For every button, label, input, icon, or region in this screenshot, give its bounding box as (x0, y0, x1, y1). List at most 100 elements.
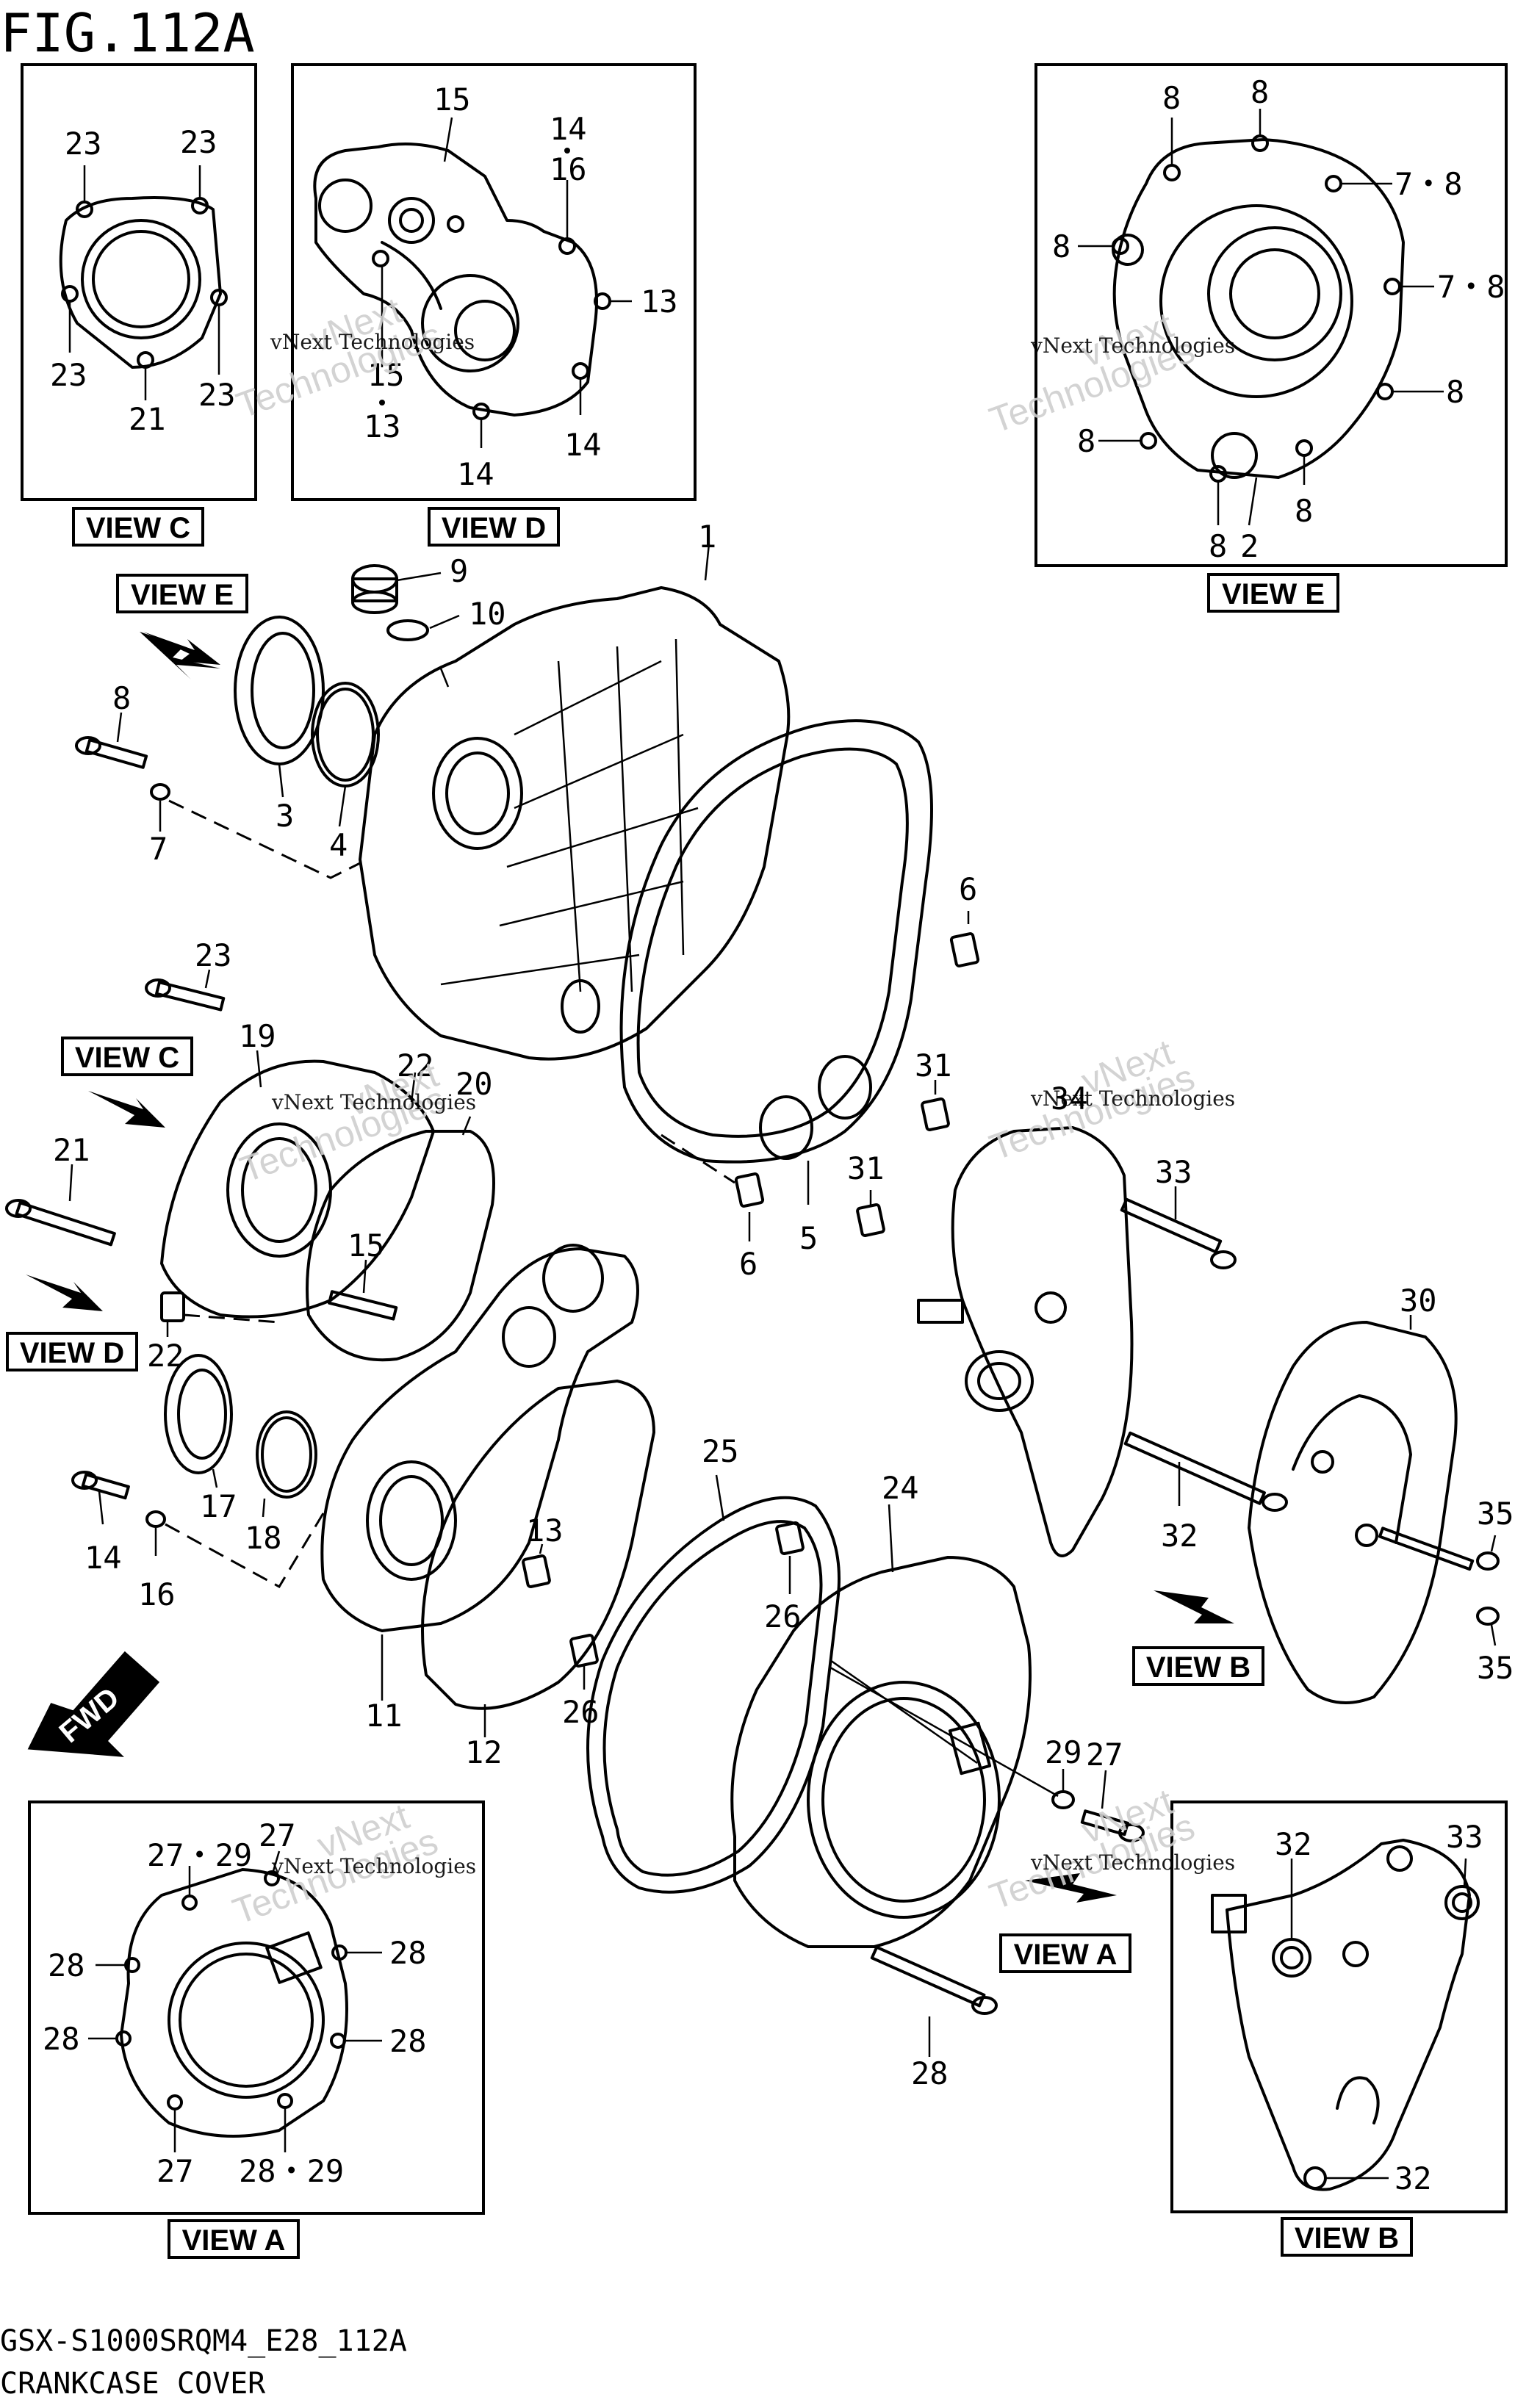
sprocket-cover-group: VIEW B 31 31 34 33 30 32 35 35 (847, 1048, 1514, 1704)
watermark-text: vNext Technologies (270, 330, 475, 354)
callout-7-8: 7・8 (1395, 166, 1463, 202)
view-e-inset: 8 8 7・8 8 7・8 8 8 8 8 2 (1034, 63, 1508, 567)
callout-35: 35 (1477, 1496, 1514, 1532)
callout-32: 32 (1161, 1518, 1198, 1554)
callout-8: 8 (1295, 493, 1313, 529)
model-code: GSX-S1000SRQM4_E28_112A (0, 2324, 407, 2358)
callout-4: 4 (329, 827, 348, 863)
callout-11: 11 (365, 1698, 403, 1734)
view-b-label-box (1281, 2217, 1413, 2257)
callout-8: 8 (1052, 228, 1070, 264)
callout-5: 5 (799, 1220, 818, 1256)
callout-13: 13 (526, 1513, 564, 1549)
callout-10: 10 (469, 596, 506, 632)
view-a-inset: 27・29 27 28 28 28 28 27 28・29 (28, 1800, 485, 2215)
callout-27: 27 (156, 2153, 194, 2189)
callout-27-29: 27・29 (147, 1837, 252, 1873)
callout-29: 29 (1045, 1734, 1082, 1770)
callout-16: 16 (138, 1576, 176, 1612)
view-b-inset: 32 33 32 (1170, 1800, 1508, 2213)
callout-15: 15 (348, 1228, 385, 1264)
callout-24: 24 (882, 1470, 919, 1506)
callout-31: 31 (915, 1048, 952, 1084)
callout-32: 32 (1395, 2160, 1432, 2196)
left-cover-group: VIEW C VIEW D (5, 937, 655, 1770)
callout-7-8: 7・8 (1437, 269, 1505, 305)
clutch-cover-group: VIEW E (75, 519, 980, 1282)
callout-33: 33 (1155, 1154, 1192, 1190)
callout-33: 33 (1446, 1819, 1483, 1855)
watermark-text: vNext Technologies (271, 1090, 476, 1114)
generator-cover-group: VIEW A 25 24 26 26 29 27 28 (562, 1433, 1145, 2091)
figure-name: CRANKCASE COVER (0, 2367, 266, 2401)
callout-25: 25 (702, 1433, 739, 1469)
callout-8: 8 (1209, 528, 1227, 564)
view-c-callout-label: VIEW C (75, 1042, 179, 1074)
view-c-label: VIEW C (86, 512, 190, 544)
view-d-callout-label: VIEW D (20, 1337, 124, 1369)
callout-28: 28 (389, 2023, 427, 2059)
callout-30: 30 (1400, 1283, 1437, 1319)
callout-8: 8 (1077, 423, 1095, 459)
callout-8: 8 (1162, 80, 1181, 116)
watermark-group: vNext Technologies vNext Technologies vN… (228, 289, 1236, 1932)
callout-1: 1 (698, 519, 716, 555)
callout-27: 27 (259, 1817, 296, 1853)
callout-23: 23 (198, 377, 236, 413)
callout-18: 18 (245, 1520, 282, 1556)
callout-13: 13 (641, 284, 678, 320)
view-d-label-box (428, 507, 560, 547)
forward-direction-arrow: FWD (27, 1651, 160, 1757)
callout-6: 6 (739, 1246, 758, 1282)
callout-28: 28 (389, 1935, 427, 1971)
callout-26: 26 (562, 1694, 600, 1730)
callout-26: 26 (764, 1598, 802, 1634)
callout-15: 15 (367, 357, 405, 393)
view-e-callout-label: VIEW E (131, 579, 234, 611)
callout-23: 23 (65, 126, 102, 162)
callout-22: 22 (147, 1338, 184, 1374)
figure-title: FIG.112A (0, 2, 255, 64)
callout-23: 23 (50, 357, 87, 393)
callout-8: 8 (1446, 374, 1464, 410)
callout-8: 8 (112, 680, 131, 716)
callout-28: 28 (43, 2021, 80, 2057)
callout-32: 32 (1275, 1826, 1312, 1862)
callout-21: 21 (129, 401, 166, 437)
view-e-label-box (1207, 573, 1339, 613)
watermark-text: vNext Technologies (271, 1854, 476, 1878)
callout-34: 34 (1051, 1081, 1088, 1117)
callout-9: 9 (450, 553, 468, 589)
watermark-text: vNext Technologies (1030, 1086, 1235, 1111)
callout-7: 7 (149, 831, 168, 867)
callout-20: 20 (456, 1066, 493, 1102)
view-b-label: VIEW B (1295, 2222, 1399, 2254)
callout-13: 13 (364, 408, 401, 444)
view-c-label-box (72, 507, 204, 547)
callout-8: 8 (1250, 74, 1269, 110)
watermark-text: vNext Technologies (1030, 334, 1235, 358)
callout-21: 21 (53, 1132, 90, 1168)
callout-28: 28 (48, 1947, 85, 1983)
callout-14: 14 (550, 111, 587, 147)
callout-14: 14 (84, 1540, 122, 1576)
callout-2: 2 (1240, 528, 1259, 564)
callout-31: 31 (847, 1150, 885, 1186)
view-b-callout-label: VIEW B (1146, 1651, 1250, 1684)
callout-27: 27 (1086, 1737, 1123, 1773)
view-e-label: VIEW E (1222, 578, 1325, 610)
view-d-inset: 15 14 16 13 15 13 14 14 (291, 63, 697, 501)
callout-23: 23 (195, 937, 232, 973)
view-a-label: VIEW A (182, 2224, 286, 2257)
view-c-inset: 23 23 23 23 21 (21, 63, 257, 501)
callout-14: 14 (457, 456, 494, 492)
callout-12: 12 (465, 1734, 503, 1770)
callout-16: 16 (550, 151, 587, 187)
callout-35: 35 (1477, 1650, 1514, 1686)
view-d-label: VIEW D (442, 512, 546, 544)
callout-22: 22 (397, 1048, 434, 1084)
view-a-callout-label: VIEW A (1014, 1939, 1118, 1971)
callout-15: 15 (433, 82, 471, 118)
callout-19: 19 (239, 1018, 276, 1054)
callout-6: 6 (959, 871, 977, 907)
